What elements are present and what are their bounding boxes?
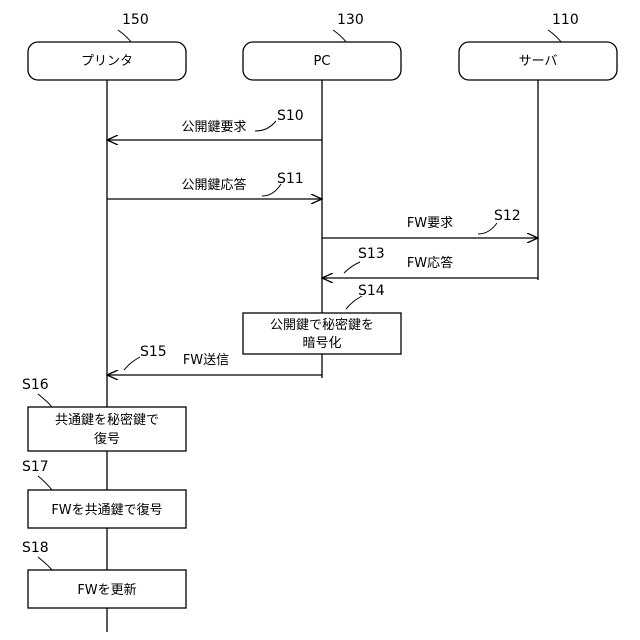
participant-ref-pc: 130 (337, 12, 364, 28)
message-label-s10: 公開鍵要求 (181, 119, 246, 135)
participant-printer: 150 プリンタ (28, 12, 186, 80)
step-label-s10: S10 (277, 108, 304, 124)
participant-ref-printer: 150 (122, 12, 149, 28)
process-line-s14-1: 公開鍵で秘密鍵を (270, 317, 374, 333)
step-leader-s13 (344, 262, 360, 273)
step-label-s11: S11 (277, 171, 304, 187)
process-line-s16-2: 復号 (94, 431, 120, 447)
message-label-s13: FW応答 (407, 255, 453, 271)
step-leader-s12 (478, 223, 497, 234)
step-label-s14: S14 (358, 283, 385, 299)
message-label-s12: FW要求 (407, 216, 453, 231)
step-label-s17: S17 (22, 459, 49, 475)
process-line-s18-1: FWを更新 (77, 582, 136, 598)
participant-pc: 130 PC (243, 12, 401, 80)
step-leader-s17 (38, 476, 52, 490)
message-s11: 公開鍵応答 S11 (107, 171, 322, 199)
participant-label-pc: PC (314, 54, 331, 69)
process-s17: S17 FWを共通鍵で復号 (22, 459, 186, 528)
participant-label-printer: プリンタ (81, 54, 133, 69)
step-leader-s15 (124, 357, 140, 370)
process-line-s16-1: 共通鍵を秘密鍵で (55, 412, 159, 428)
process-s16: S16 共通鍵を秘密鍵で 復号 (22, 377, 186, 451)
step-label-s16: S16 (22, 377, 49, 393)
message-label-s11: 公開鍵応答 (181, 177, 246, 193)
step-leader-s18 (38, 557, 52, 570)
message-s12: FW要求 S12 (322, 208, 538, 238)
message-s10: 公開鍵要求 S10 (107, 108, 322, 140)
participant-server: 110 サーバ (459, 12, 617, 80)
step-label-s15: S15 (140, 344, 167, 360)
participant-ref-server: 110 (552, 12, 579, 28)
participant-label-server: サーバ (519, 54, 558, 69)
step-leader-s16 (38, 394, 52, 407)
ref-leader-pc (333, 30, 347, 43)
process-line-s17-1: FWを共通鍵で復号 (51, 502, 162, 518)
step-label-s18: S18 (22, 540, 49, 556)
step-leader-s10 (255, 121, 276, 131)
message-s13: FW応答 S13 (322, 246, 538, 278)
ref-leader-printer (118, 30, 132, 43)
step-label-s12: S12 (494, 208, 521, 224)
process-line-s14-2: 暗号化 (302, 336, 341, 351)
process-s18: S18 FWを更新 (22, 540, 186, 608)
message-label-s15: FW送信 (183, 353, 229, 368)
step-label-s13: S13 (358, 246, 385, 262)
ref-leader-server (548, 30, 562, 43)
